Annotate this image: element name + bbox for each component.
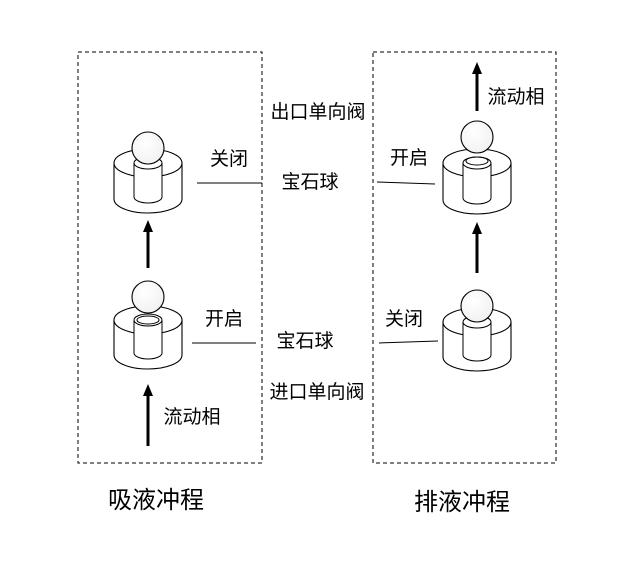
suction-outlet-ball (131, 131, 165, 165)
inlet-gem-ball-label: 宝石球 (276, 330, 333, 352)
outlet-valve-label: 出口单向阀 (270, 101, 365, 123)
suction-outlet-state-label: 关闭 (210, 148, 248, 170)
discharge-outlet-leader (376, 181, 436, 185)
discharge-middle-arrow (472, 222, 482, 273)
discharge-inlet-state-label: 关闭 (385, 308, 423, 330)
suction-inlet-ball (131, 280, 165, 314)
discharge-outlet-ball (460, 120, 494, 154)
suction-outlet-valve (113, 131, 183, 214)
suction-inlet-valve (113, 280, 183, 370)
suction-panel-frame (77, 51, 263, 464)
discharge-inlet-valve (442, 289, 512, 372)
suction-stroke-title: 吸液冲程 (108, 486, 204, 514)
discharge-panel-frame (372, 51, 557, 464)
discharge-mobile-phase-label: 流动相 (487, 86, 544, 108)
discharge-inlet-ball (460, 289, 494, 323)
discharge-stroke-title: 排液冲程 (414, 488, 510, 516)
outlet-gem-ball-label: 宝石球 (281, 171, 338, 193)
suction-mobile-phase-label: 流动相 (163, 406, 220, 428)
discharge-outflow-arrow (472, 62, 482, 111)
discharge-inlet-leader (378, 340, 439, 344)
discharge-outlet-state-label: 开启 (390, 147, 428, 169)
suction-inflow-arrow (143, 384, 153, 446)
suction-inlet-state-label: 开启 (205, 308, 243, 330)
discharge-outlet-valve (442, 120, 512, 215)
suction-middle-arrow (143, 220, 153, 268)
inlet-valve-label: 进口单向阀 (269, 381, 364, 403)
